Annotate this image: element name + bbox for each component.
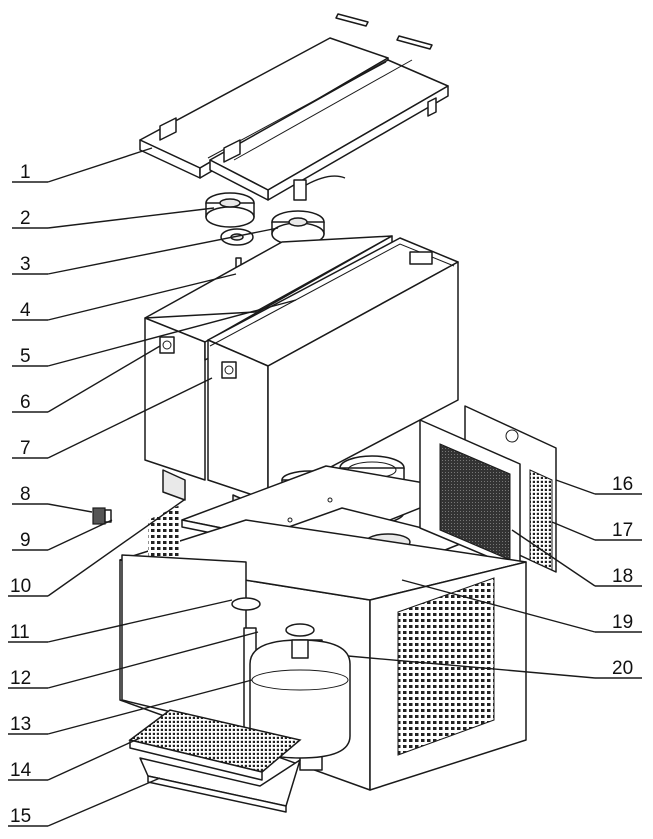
callout-8: 8 <box>12 484 93 513</box>
callout-9: 9 <box>12 519 113 551</box>
callout-3: 3 <box>12 227 279 275</box>
rear-panel <box>419 405 557 573</box>
svg-text:10: 10 <box>10 576 31 597</box>
svg-text:7: 7 <box>20 438 31 459</box>
lid-assembly <box>139 37 449 201</box>
callouts-right: 16 17 18 19 20 <box>347 474 642 679</box>
callout-14: 14 <box>8 737 141 781</box>
callout-5: 5 <box>12 299 297 367</box>
callout-17: 17 <box>551 520 642 541</box>
svg-text:16: 16 <box>612 474 633 495</box>
callout-12: 12 <box>8 631 259 689</box>
callout-18: 18 <box>511 529 642 587</box>
callout-19: 19 <box>401 579 642 633</box>
svg-text:5: 5 <box>20 346 31 367</box>
svg-text:1: 1 <box>20 162 31 183</box>
callout-20: 20 <box>347 655 642 679</box>
callouts-left: 1 2 3 4 5 6 7 <box>8 147 297 827</box>
svg-text:18: 18 <box>612 566 633 587</box>
callout-16: 16 <box>555 474 642 495</box>
svg-text:19: 19 <box>612 612 633 633</box>
svg-text:20: 20 <box>612 658 633 679</box>
svg-text:2: 2 <box>20 208 31 229</box>
svg-text:3: 3 <box>20 254 31 275</box>
callout-10: 10 <box>8 499 185 597</box>
tap-drive <box>271 175 346 269</box>
callout-7: 7 <box>12 377 213 459</box>
lid-clips <box>335 13 433 50</box>
svg-text:13: 13 <box>10 714 31 735</box>
callout-11: 11 <box>8 599 233 643</box>
callout-1: 1 <box>12 147 153 183</box>
svg-text:11: 11 <box>10 622 30 643</box>
svg-text:15: 15 <box>10 806 31 827</box>
callout-2: 2 <box>12 207 215 229</box>
drip-tray <box>128 709 302 813</box>
bowl-right <box>207 237 459 525</box>
callout-15: 15 <box>8 777 161 827</box>
svg-text:4: 4 <box>20 300 31 321</box>
svg-text:14: 14 <box>10 760 32 781</box>
callout-13: 13 <box>8 679 253 735</box>
svg-text:6: 6 <box>20 392 31 413</box>
callout-6: 6 <box>12 345 161 413</box>
svg-text:9: 9 <box>20 530 31 551</box>
agitator-drive <box>205 192 255 246</box>
svg-text:17: 17 <box>612 520 633 541</box>
svg-text:8: 8 <box>20 484 31 505</box>
svg-text:12: 12 <box>10 668 31 689</box>
callout-4: 4 <box>12 273 237 321</box>
